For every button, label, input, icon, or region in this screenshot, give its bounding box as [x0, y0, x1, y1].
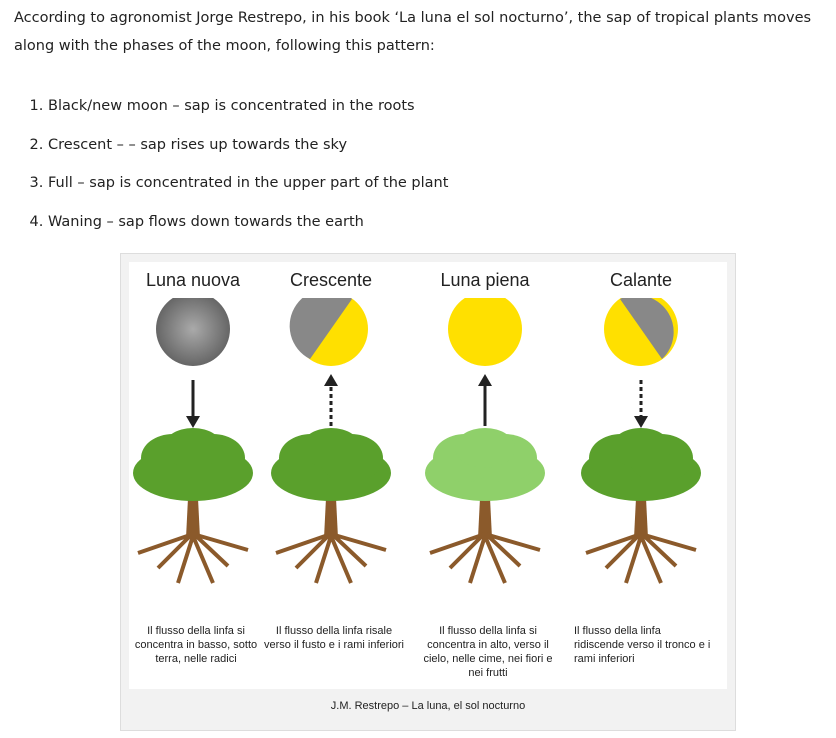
tree-icon: [133, 428, 253, 584]
phase-column-new-moon: Luna nuova Il flusso della linfa si conc…: [118, 262, 268, 689]
figure-image: Luna nuova Il flusso della linfa si conc…: [129, 262, 727, 689]
phase-column-full-moon: Luna piena Il flusso della linfa si conc…: [410, 262, 560, 689]
tree-icon: [425, 428, 545, 584]
sap-arrow-icon: [324, 374, 338, 426]
moon-icon: [425, 298, 545, 584]
phase-title: Luna piena: [440, 270, 530, 290]
list-item: Black/new moon – sap is concentrated in …: [48, 92, 448, 131]
moon-phases-figure: Luna nuova Il flusso della linfa si conc…: [120, 253, 736, 731]
moon-phase-list: Black/new moon – sap is concentrated in …: [14, 92, 448, 246]
sap-arrow-icon: [186, 380, 200, 428]
moon-icon: [581, 298, 701, 584]
figure-credit: J.M. Restrepo – La luna, el sol nocturno: [330, 700, 526, 712]
phase-caption: Il flusso della linfa ridiscende verso i…: [574, 625, 711, 665]
phase-caption: Il flusso della linfa risale verso il fu…: [264, 625, 404, 651]
tree-icon: [581, 428, 701, 584]
intro-paragraph: According to agronomist Jorge Restrepo, …: [14, 10, 812, 54]
list-item: Full – sap is concentrated in the upper …: [48, 169, 448, 208]
phase-title: Luna nuova: [145, 270, 241, 290]
moon-icon: [271, 298, 391, 584]
phase-column-waning-moon: Calante Il flusso della linfa ridiscende…: [566, 262, 716, 689]
phase-title: Calante: [609, 270, 673, 290]
list-item: Waning – sap flows down towards the eart…: [48, 208, 448, 247]
sap-arrow-icon: [478, 374, 492, 426]
tree-icon: [271, 428, 391, 584]
moon-icon: [133, 298, 253, 584]
phase-caption: Il flusso della linfa si concentra in al…: [423, 625, 553, 679]
phase-column-crescent-moon: Crescente Il flusso della linfa risale v…: [256, 262, 406, 689]
list-item: Crescent – – sap rises up towards the sk…: [48, 131, 448, 170]
sap-arrow-icon: [634, 380, 648, 428]
phase-caption: Il flusso della linfa si concentra in ba…: [134, 625, 258, 665]
phase-title: Crescente: [289, 270, 373, 290]
